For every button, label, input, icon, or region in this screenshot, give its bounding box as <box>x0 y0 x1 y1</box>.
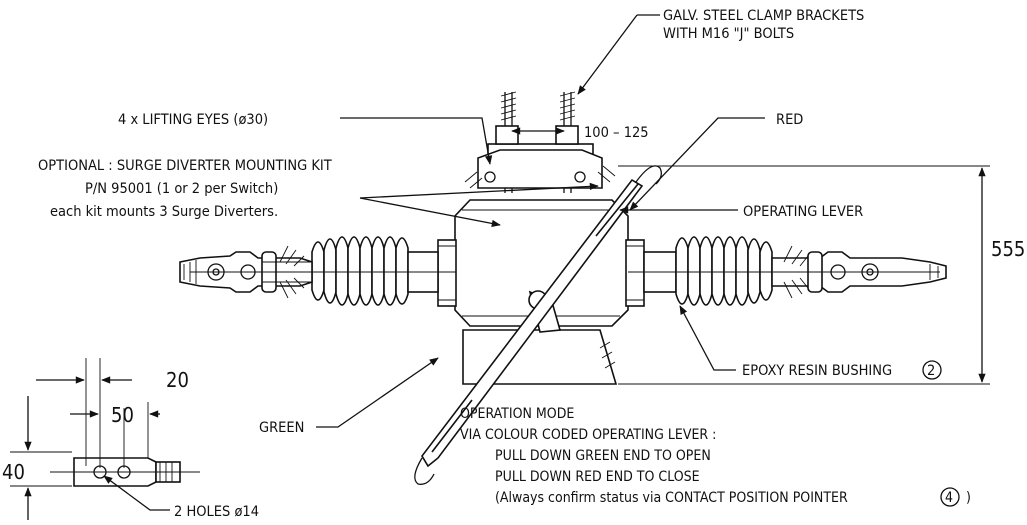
right-bushing <box>625 236 947 307</box>
green-callout: GREEN <box>259 357 439 436</box>
epoxy-label: EPOXY RESIN BUSHING <box>742 363 892 379</box>
epoxy-ref-number: 2 <box>927 363 935 379</box>
dim-40-label: 40 <box>2 460 25 484</box>
clamp-bracket <box>464 91 616 193</box>
surge-label-line1: OPTIONAL : SURGE DIVERTER MOUNTING KIT <box>38 158 333 174</box>
operating-lever <box>414 165 662 485</box>
lifting-eyes-callout: 4 x LIFTING EYES (ø30) <box>118 112 493 165</box>
operation-mode-notes: OPERATION MODE VIA COLOUR CODED OPERATIN… <box>460 406 971 507</box>
operating-lever-label: OPERATING LEVER <box>743 204 863 220</box>
clamp-label-line1: GALV. STEEL CLAMP BRACKETS <box>663 8 864 24</box>
mode-line5: (Always confirm status via CONTACT POSIT… <box>495 490 848 506</box>
holes-label: 2 HOLES ø14 <box>174 504 259 520</box>
surge-label-line2: P/N 95001 (1 or 2 per Switch) <box>85 181 278 197</box>
mode-ref-number: 4 <box>945 490 953 506</box>
mode-line4: PULL DOWN RED END TO CLOSE <box>495 469 700 485</box>
lifting-eyes-label: 4 x LIFTING EYES (ø30) <box>118 112 268 128</box>
clamp-label-line2: WITH M16 "J" BOLTS <box>663 26 794 42</box>
clamp-callout: GALV. STEEL CLAMP BRACKETS WITH M16 "J" … <box>577 8 864 95</box>
dim-555-label: 555 <box>991 237 1025 261</box>
left-bushing <box>179 236 457 307</box>
operating-lever-callout: OPERATING LEVER <box>619 204 863 220</box>
green-label: GREEN <box>259 420 304 436</box>
dim-20-label: 20 <box>166 368 189 392</box>
mode-line2: VIA COLOUR CODED OPERATING LEVER : <box>460 427 716 443</box>
surge-callout: OPTIONAL : SURGE DIVERTER MOUNTING KIT P… <box>38 158 599 228</box>
epoxy-callout: EPOXY RESIN BUSHING 2 <box>679 305 942 380</box>
mode-line5-close: ) <box>966 490 971 506</box>
dim-50-label: 50 <box>111 403 134 427</box>
terminal-detail: 20 50 40 2 HOLES ø14 <box>2 358 259 520</box>
dim-555: 555 <box>618 165 1025 385</box>
surge-label-line3: each kit mounts 3 Surge Diverters. <box>50 204 278 220</box>
mode-title: OPERATION MODE <box>460 406 574 422</box>
red-callout: RED <box>629 112 803 211</box>
dim-100-125-label: 100 – 125 <box>584 125 649 141</box>
mode-line3: PULL DOWN GREEN END TO OPEN <box>495 448 711 464</box>
dim-100-125: 100 – 125 <box>511 125 649 141</box>
red-label: RED <box>776 112 803 128</box>
